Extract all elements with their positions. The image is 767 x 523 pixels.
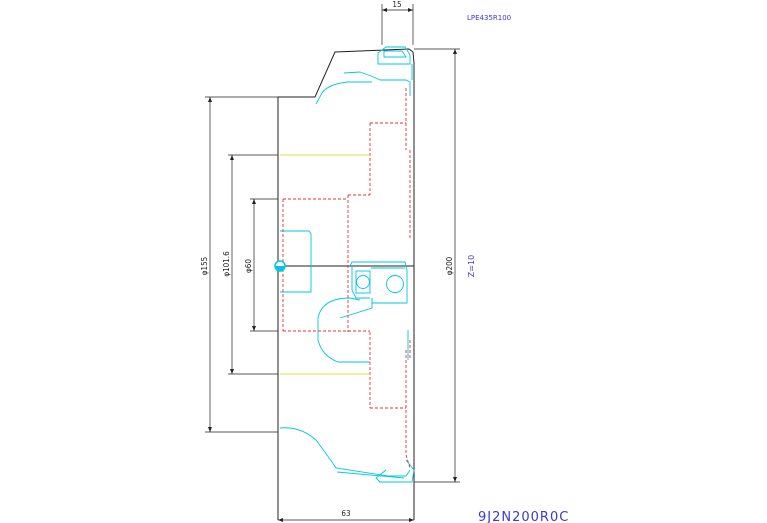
center-mark <box>274 260 286 272</box>
hidden-lines <box>282 88 411 469</box>
body-outline <box>277 48 415 520</box>
drawing-number-label: 9J2N200R0C <box>478 510 569 523</box>
part-code-label: LPE435R100 <box>467 14 511 22</box>
dim-label-dia-200: φ200 <box>445 256 454 275</box>
center-lines <box>280 154 370 375</box>
dim-label-dia-101-6: φ101.6 <box>222 251 231 277</box>
dim-label-dia-155: φ155 <box>200 257 209 275</box>
dim-label-15: 15 <box>392 0 401 9</box>
profile-lines <box>279 46 415 483</box>
dim-label-63: 63 <box>341 509 350 518</box>
dimension-lines <box>205 4 460 521</box>
dim-label-dia-60: φ60 <box>244 259 253 273</box>
teeth-count-label: Z=10 <box>467 255 476 277</box>
dimension-arrows <box>208 8 457 522</box>
